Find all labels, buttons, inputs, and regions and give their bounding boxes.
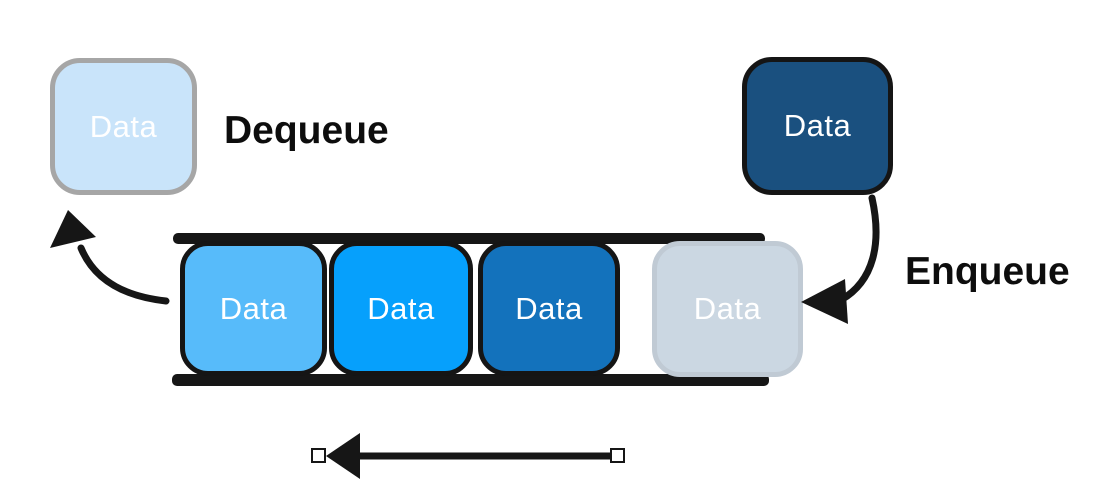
enqueue-data-box-label: Data xyxy=(783,108,852,143)
enqueue-label: Enqueue xyxy=(905,250,1070,293)
queue-item: Data xyxy=(180,241,327,376)
enqueue-arrowhead-icon xyxy=(801,279,848,324)
queue-item-label: Data xyxy=(367,290,435,326)
queue-item: Data xyxy=(478,241,620,376)
queue-item-label: Data xyxy=(219,290,288,326)
arrow-handle-left[interactable] xyxy=(311,448,326,463)
dequeue-arrowhead-icon xyxy=(50,210,96,248)
queue-rail-bottom xyxy=(172,374,769,386)
dequeue-label: Dequeue xyxy=(224,109,389,152)
queue-item-label: Data xyxy=(515,290,583,326)
queue-item-label: Data xyxy=(693,291,762,326)
front-direction-arrowhead-icon xyxy=(326,433,360,479)
queue-rail-top xyxy=(173,233,765,244)
enqueue-arrow xyxy=(801,194,880,324)
queue-item: Data xyxy=(652,241,803,377)
queue-item: Data xyxy=(329,241,473,376)
dequeue-data-box-label: Data xyxy=(89,108,158,144)
front-direction-arrow xyxy=(311,433,625,479)
dequeue-arrow xyxy=(50,210,170,305)
dequeue-data-box: Data xyxy=(50,58,197,195)
enqueue-data-box: Data xyxy=(742,57,893,195)
arrow-handle-right[interactable] xyxy=(610,448,625,463)
